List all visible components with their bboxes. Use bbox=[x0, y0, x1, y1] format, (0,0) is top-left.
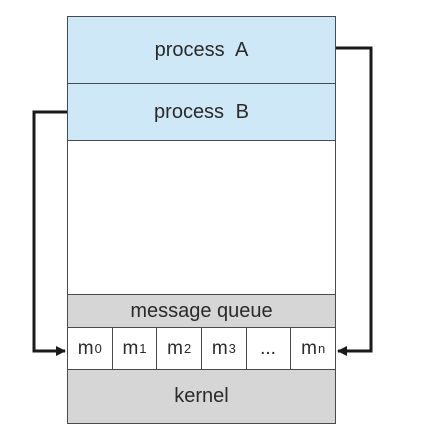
queue-cell-text: m bbox=[301, 337, 317, 359]
arrow-process-a-to-queue bbox=[336, 46, 373, 356]
queue-cell-subscript: 3 bbox=[228, 341, 236, 356]
process-b-label: process B bbox=[154, 100, 249, 123]
process-a-region: process A bbox=[67, 16, 336, 84]
kernel-label: kernel bbox=[174, 385, 229, 407]
process-b-region: process B bbox=[67, 83, 336, 141]
queue-cell: ... bbox=[247, 328, 292, 369]
queue-cell-text: m bbox=[167, 337, 183, 359]
queue-cell-subscript: 1 bbox=[139, 341, 147, 356]
kernel-region: kernel bbox=[67, 369, 336, 424]
queue-cell-text: ... bbox=[260, 337, 276, 359]
queue-cell-subscript: 2 bbox=[183, 341, 192, 356]
queue-cell-text: m bbox=[211, 337, 228, 359]
message-queue-label: message queue bbox=[130, 299, 273, 322]
process-a-label: process A bbox=[154, 38, 249, 61]
queue-cell-text: m bbox=[77, 337, 94, 359]
arrow-process-b-to-queue bbox=[32, 110, 67, 356]
queue-cell-subscript: n bbox=[317, 341, 326, 356]
message-queue-header: message queue bbox=[67, 294, 336, 328]
queue-cell-subscript: 0 bbox=[94, 341, 102, 356]
free-memory-region bbox=[67, 140, 336, 295]
queue-cell-text: m bbox=[122, 337, 139, 359]
